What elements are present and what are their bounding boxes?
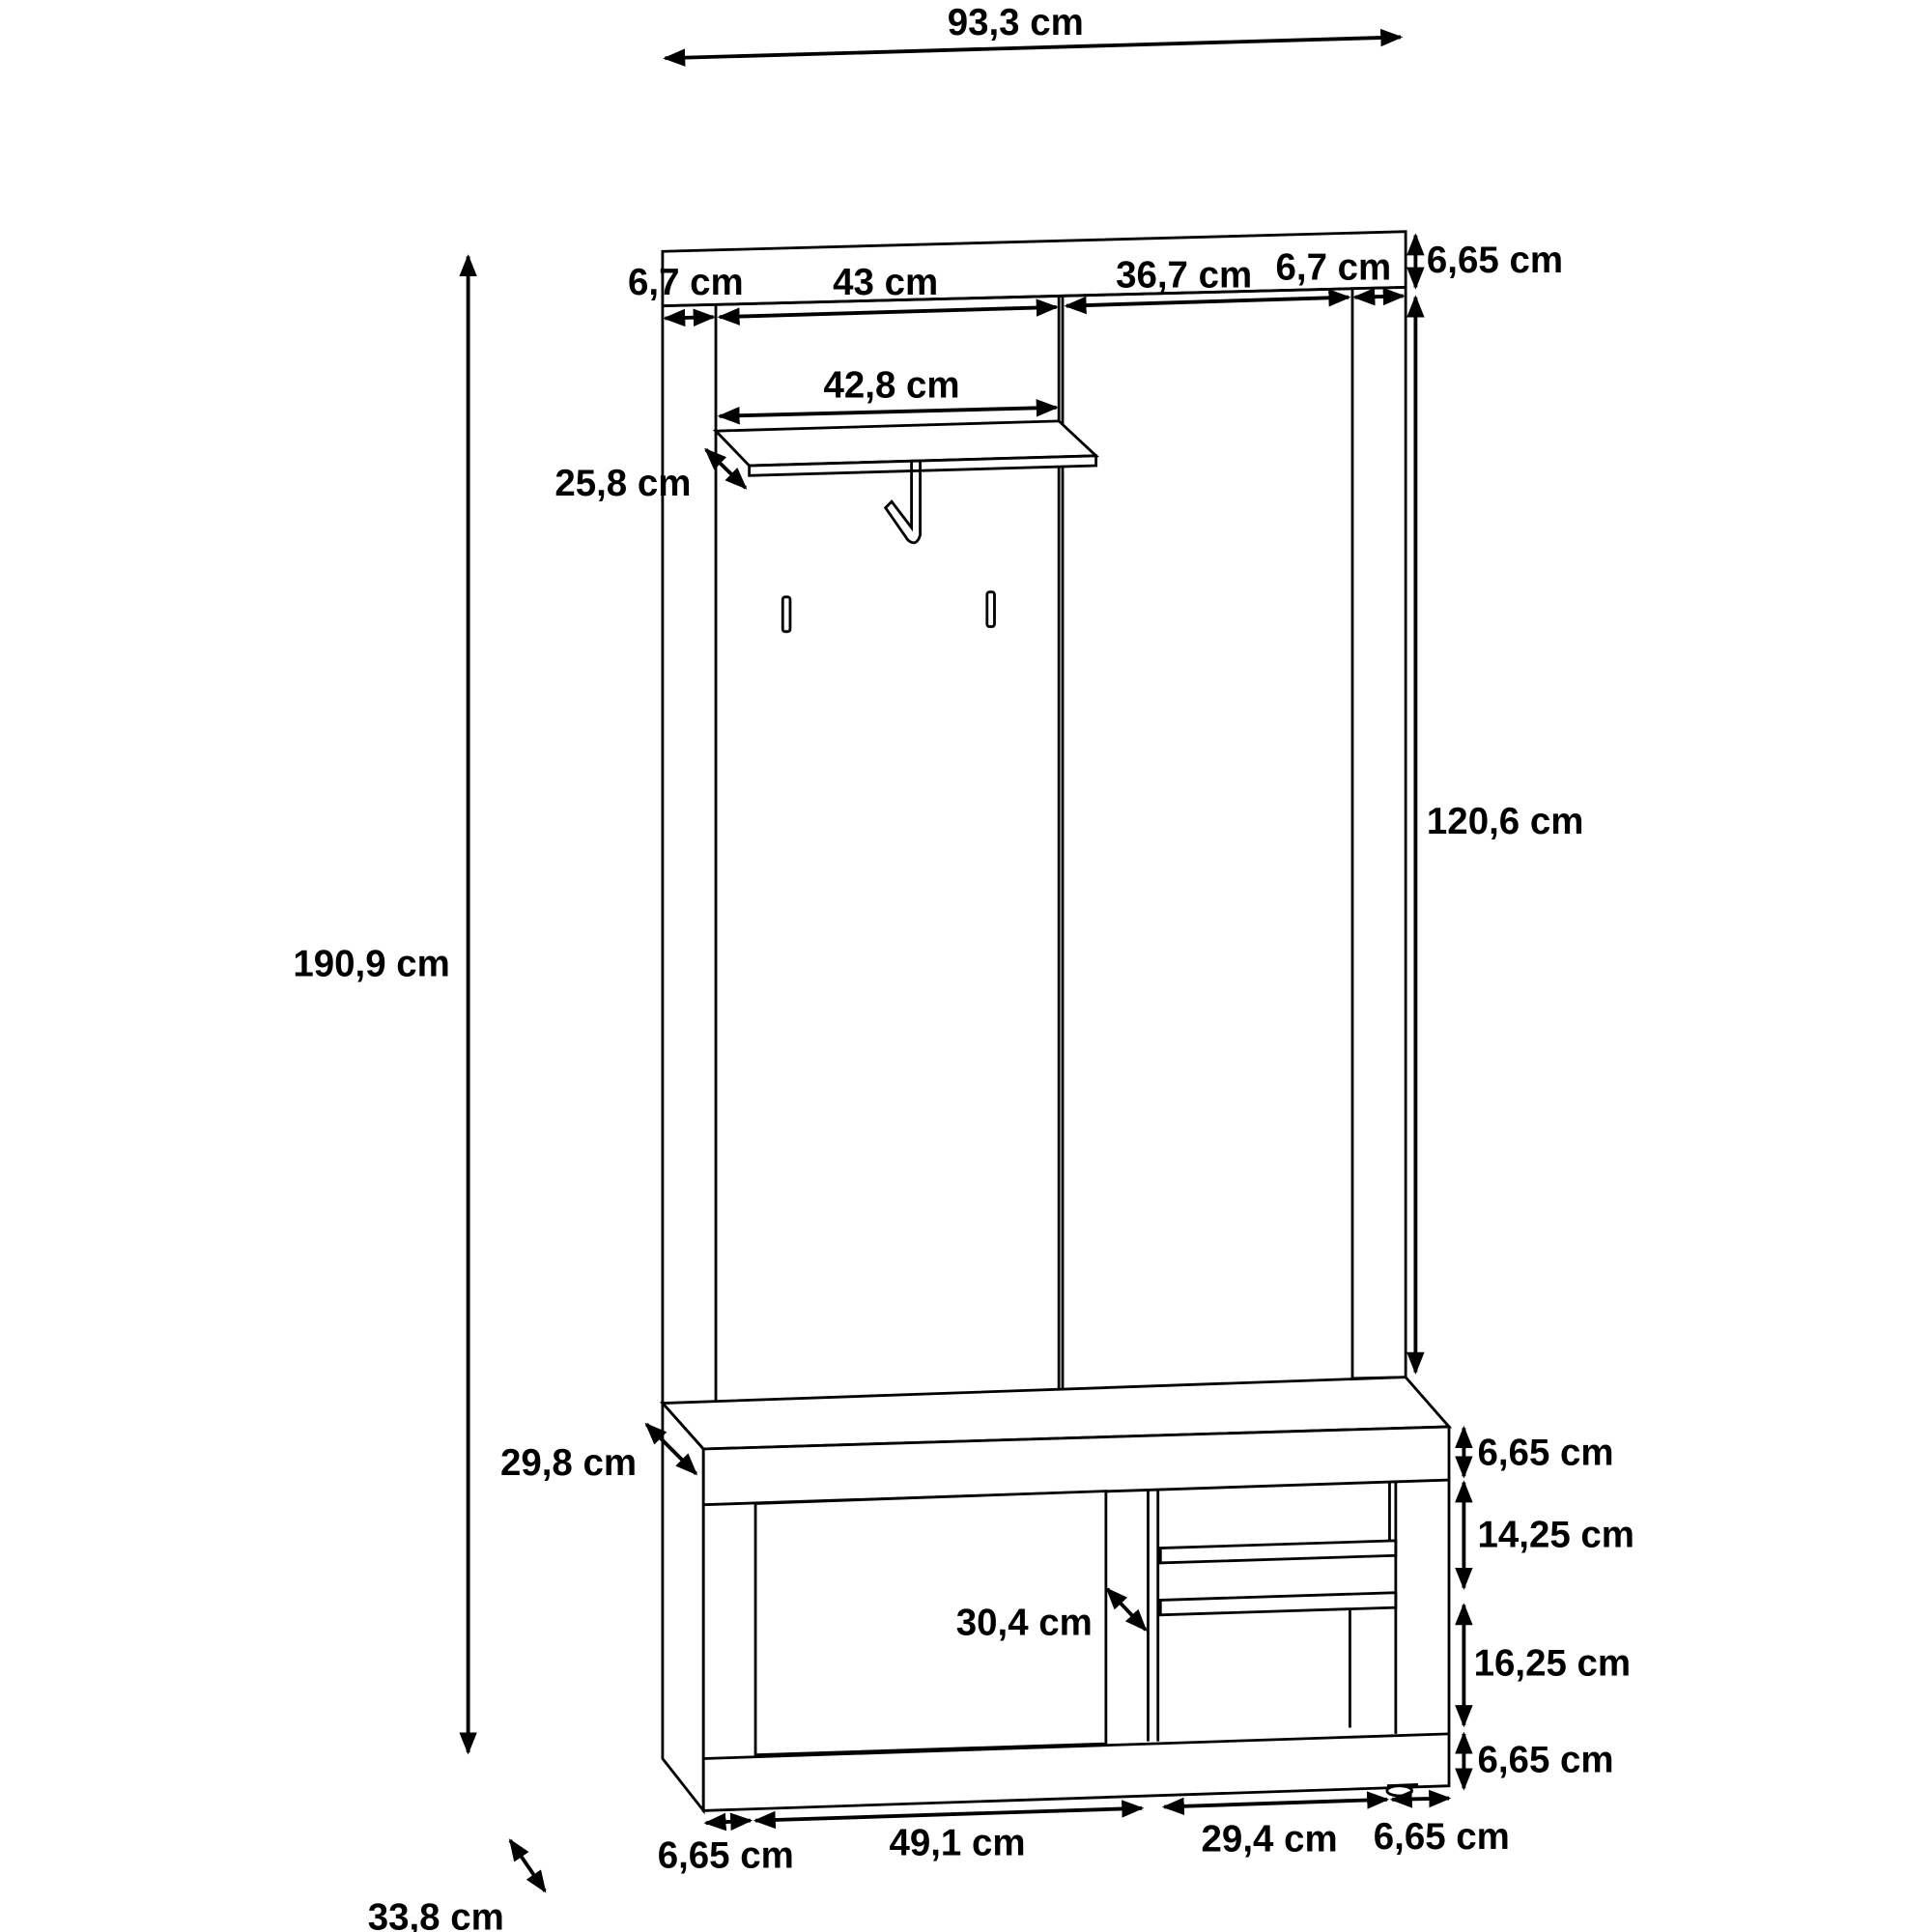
label-total-height: 190,9 cm [293, 943, 449, 984]
label-bench-right-side: 6,65 cm [1374, 1816, 1510, 1858]
wardrobe-frame [661, 230, 1407, 1405]
label-left-opening: 49,1 cm [889, 1823, 1025, 1864]
foot [1385, 1784, 1413, 1798]
label-lower-compartment: 16,25 cm [1474, 1643, 1632, 1685]
hat-shelf-front [748, 454, 1098, 477]
dimension-lines [459, 28, 1473, 1893]
label-bench-depth: 29,8 cm [500, 1442, 637, 1484]
label-back-panel-height: 120,6 cm [1427, 801, 1584, 842]
label-shelf-width: 42,8 cm [824, 365, 960, 407]
right-post [1350, 285, 1407, 1380]
left-opening [753, 1490, 1108, 1757]
dimension-labels: 93,3 cm 190,9 cm 6,65 cm 6,7 cm 43 cm 36… [293, 2, 1634, 1932]
bench-left-side [661, 1399, 705, 1815]
small-hook-left-icon [781, 595, 792, 634]
small-hook-right-icon [985, 590, 996, 629]
label-upper-compartment: 14,25 cm [1477, 1514, 1634, 1555]
label-shelf-depth: 25,8 cm [554, 463, 691, 504]
label-right-post-width: 6,7 cm [1276, 247, 1392, 289]
label-top-cap-height: 6,65 cm [1427, 240, 1563, 281]
label-right-opening: 29,4 cm [1202, 1819, 1338, 1861]
label-depth: 33,8 cm [368, 1896, 504, 1932]
label-bench-left-side: 6,65 cm [658, 1834, 794, 1876]
label-bench-top-height: 6,65 cm [1477, 1433, 1613, 1474]
bench [659, 1376, 1453, 1815]
coat-hook-icon [883, 460, 922, 545]
label-total-width: 93,3 cm [948, 2, 1084, 43]
label-right-bay-width: 36,7 cm [1116, 254, 1252, 296]
label-left-bay-width: 43 cm [833, 262, 938, 303]
label-inner-depth: 30,4 cm [956, 1602, 1093, 1643]
label-bench-bottom-height: 6,65 cm [1477, 1740, 1613, 1781]
label-left-post-width: 6,7 cm [628, 262, 744, 303]
